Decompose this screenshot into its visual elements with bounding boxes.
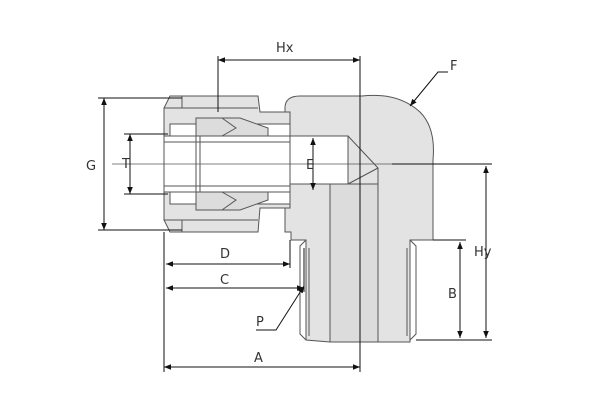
label-hy: Hy [474, 245, 492, 260]
vertical-bore [329, 183, 379, 343]
label-d: D [220, 247, 230, 262]
label-b: B [448, 287, 457, 302]
socket-bore [289, 135, 349, 185]
label-g: G [86, 159, 96, 174]
ferrule-taper-bottom [221, 191, 237, 211]
label-f: F [450, 59, 457, 74]
dimension-lines [98, 56, 492, 372]
p-leader [256, 285, 305, 331]
front-ferrule-top [195, 117, 269, 137]
label-t: T [121, 157, 130, 172]
dimension-labels: Hx F G T E Hy D C B P A [86, 41, 492, 366]
label-hx: Hx [276, 41, 294, 56]
ferrule-taper-top [221, 117, 237, 137]
bend-inner-edge-lower [347, 167, 379, 185]
thread-right [409, 239, 417, 341]
label-a: A [254, 351, 263, 366]
label-e: E [306, 158, 314, 173]
f-leader [409, 71, 448, 107]
fitting-body [284, 94, 434, 343]
label-p: P [256, 315, 264, 330]
label-c: C [220, 273, 229, 288]
